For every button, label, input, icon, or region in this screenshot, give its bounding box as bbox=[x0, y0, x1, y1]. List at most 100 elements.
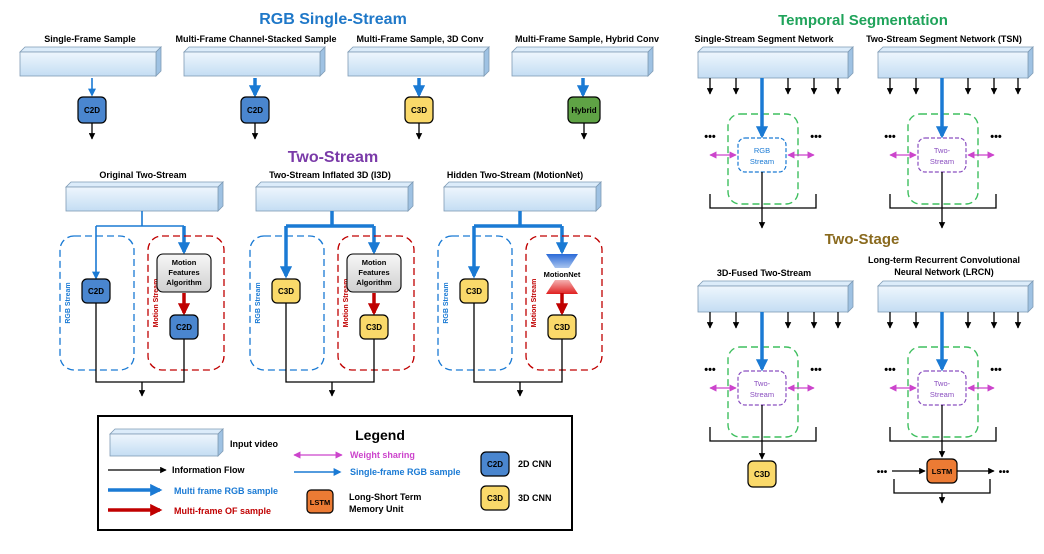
motionnet-label: MotionNet bbox=[544, 270, 581, 279]
panel-title-multi-frame-hybrid: Multi-Frame Sample, Hybrid Conv bbox=[515, 34, 659, 44]
inner-label-line2: Stream bbox=[930, 390, 954, 399]
legend-3d-cnn-label: 3D CNN bbox=[518, 493, 552, 503]
panel-title-single-stream-segment: Single-Stream Segment Network bbox=[694, 34, 834, 44]
rgb-stream-box bbox=[249, 235, 325, 371]
legend: Legend Input video Information Flow Mult… bbox=[97, 415, 573, 531]
legend-c2d-block: C2D bbox=[480, 451, 510, 477]
motion-line2: Features bbox=[358, 268, 389, 277]
two-stream-block: Two-Stream bbox=[737, 370, 787, 406]
motion-stream-label: Motion Stream bbox=[153, 279, 160, 328]
c2d-block-label: C2D bbox=[176, 323, 192, 332]
motion-line1: Motion bbox=[172, 258, 197, 267]
ellipsis: ••• bbox=[884, 364, 896, 376]
ellipsis: ••• bbox=[990, 364, 1002, 376]
panel-title-multi-frame-stacked: Multi-Frame Channel-Stacked Sample bbox=[175, 34, 336, 44]
input-video-prism bbox=[443, 181, 602, 212]
inner-label-line1: Two- bbox=[934, 379, 951, 388]
section-title-temporal-segmentation: Temporal Segmentation bbox=[778, 12, 948, 29]
legend-lstm-block: LSTM bbox=[306, 489, 334, 514]
rgb-stream-box bbox=[437, 235, 513, 371]
input-video-prism bbox=[347, 46, 490, 77]
fusion-line bbox=[473, 303, 563, 383]
input-video-prism bbox=[255, 181, 414, 212]
inner-label-line1: Two- bbox=[934, 146, 951, 155]
motion-line3: Algorithm bbox=[356, 278, 392, 287]
ellipsis: ••• bbox=[877, 467, 888, 478]
input-video-prisms-top bbox=[19, 46, 654, 77]
legend-title: Legend bbox=[355, 427, 405, 443]
svg-text:Hybrid: Hybrid bbox=[571, 106, 596, 115]
c3d-block-label: C3D bbox=[554, 323, 570, 332]
motion-line3: Algorithm bbox=[166, 278, 202, 287]
legend-multi-frame-rgb-label: Multi frame RGB sample bbox=[174, 486, 278, 496]
ellipsis: ••• bbox=[999, 467, 1010, 478]
c3d-block: C3D bbox=[359, 314, 389, 340]
input-video-prism bbox=[697, 280, 854, 313]
motion-stream-box bbox=[525, 235, 603, 371]
panel-title-i3d: Two-Stream Inflated 3D (I3D) bbox=[269, 170, 391, 180]
input-video-prism bbox=[877, 280, 1034, 313]
ellipsis: ••• bbox=[810, 131, 822, 143]
rgb-stream-label: RGB Stream bbox=[255, 282, 262, 323]
lstm-block-label: LSTM bbox=[932, 467, 952, 476]
legend-lstm-label-line1: Long-Short Term bbox=[349, 492, 421, 502]
panel-title-3d-fused: 3D-Fused Two-Stream bbox=[717, 268, 811, 278]
fusion-line bbox=[285, 303, 375, 383]
panel-title-original-two-stream: Original Two-Stream bbox=[99, 170, 186, 180]
ellipsis: ••• bbox=[704, 131, 716, 143]
legend-multi-frame-of-label: Multi-frame OF sample bbox=[174, 506, 271, 516]
legend-c3d-block: C3D bbox=[480, 485, 510, 511]
c3d-block-label: C3D bbox=[278, 287, 294, 296]
input-video-prism bbox=[697, 46, 854, 79]
rgb-stream-block: RGB Stream bbox=[737, 137, 787, 173]
input-video-prism bbox=[19, 46, 162, 77]
legend-input-video-prism bbox=[109, 428, 224, 457]
rgb-stream-box bbox=[59, 235, 135, 371]
c3d-block: C3D bbox=[747, 460, 777, 488]
lstm-block: LSTM bbox=[926, 458, 958, 484]
input-video-prism bbox=[65, 181, 224, 212]
inner-label-line1: RGB bbox=[754, 146, 770, 155]
svg-text:C2D: C2D bbox=[84, 106, 100, 115]
legend-information-flow-label: Information Flow bbox=[172, 465, 245, 475]
legend-single-frame-rgb-label: Single-frame RGB sample bbox=[350, 467, 461, 477]
c3d-block-label: C3D bbox=[754, 470, 770, 479]
rgb-stream-label: RGB Stream bbox=[65, 282, 72, 323]
ellipsis: ••• bbox=[704, 364, 716, 376]
ellipsis: ••• bbox=[884, 131, 896, 143]
c2d-block: C2D bbox=[240, 96, 270, 124]
section-title-rgb-single-stream: RGB Single-Stream bbox=[259, 11, 407, 28]
svg-text:LSTM: LSTM bbox=[310, 498, 330, 507]
c2d-block: C2D bbox=[77, 96, 107, 124]
svg-text:C2D: C2D bbox=[247, 106, 263, 115]
consensus-line bbox=[709, 427, 817, 442]
motion-line2: Features bbox=[168, 268, 199, 277]
c2d-block-label: C2D bbox=[88, 287, 104, 296]
legend-lstm-label-line2: Memory Unit bbox=[349, 504, 404, 514]
panel-title-lrcn-line2: Neural Network (LRCN) bbox=[894, 267, 994, 277]
inner-label-line2: Stream bbox=[750, 390, 774, 399]
c3d-block-label: C3D bbox=[466, 287, 482, 296]
panel-title-multi-frame-3d: Multi-Frame Sample, 3D Conv bbox=[356, 34, 483, 44]
input-video-prism bbox=[183, 46, 326, 77]
consensus-line bbox=[889, 194, 997, 209]
c3d-block: C3D bbox=[459, 278, 489, 304]
branch-line bbox=[474, 211, 562, 228]
c2d-block: C2D bbox=[81, 278, 111, 304]
motion-stream-label: Motion Stream bbox=[343, 279, 350, 328]
two-stream-block: Two- Stream bbox=[917, 370, 967, 406]
panel-title-tsn: Two-Stream Segment Network (TSN) bbox=[866, 34, 1022, 44]
c3d-block-label: C3D bbox=[366, 323, 382, 332]
svg-text:C3D: C3D bbox=[411, 106, 427, 115]
panel-title-lrcn-line1: Long-term Recurrent Convolutional bbox=[868, 255, 1020, 265]
c3d-block: C3D bbox=[547, 314, 577, 340]
inner-label-line2: Stream bbox=[750, 157, 774, 166]
input-video-prism bbox=[109, 428, 224, 457]
c3d-block: C3D bbox=[271, 278, 301, 304]
panel-title-single-frame: Single-Frame Sample bbox=[44, 34, 136, 44]
hybrid-block: Hybrid bbox=[567, 96, 601, 124]
c3d-block: C3D bbox=[404, 96, 434, 124]
